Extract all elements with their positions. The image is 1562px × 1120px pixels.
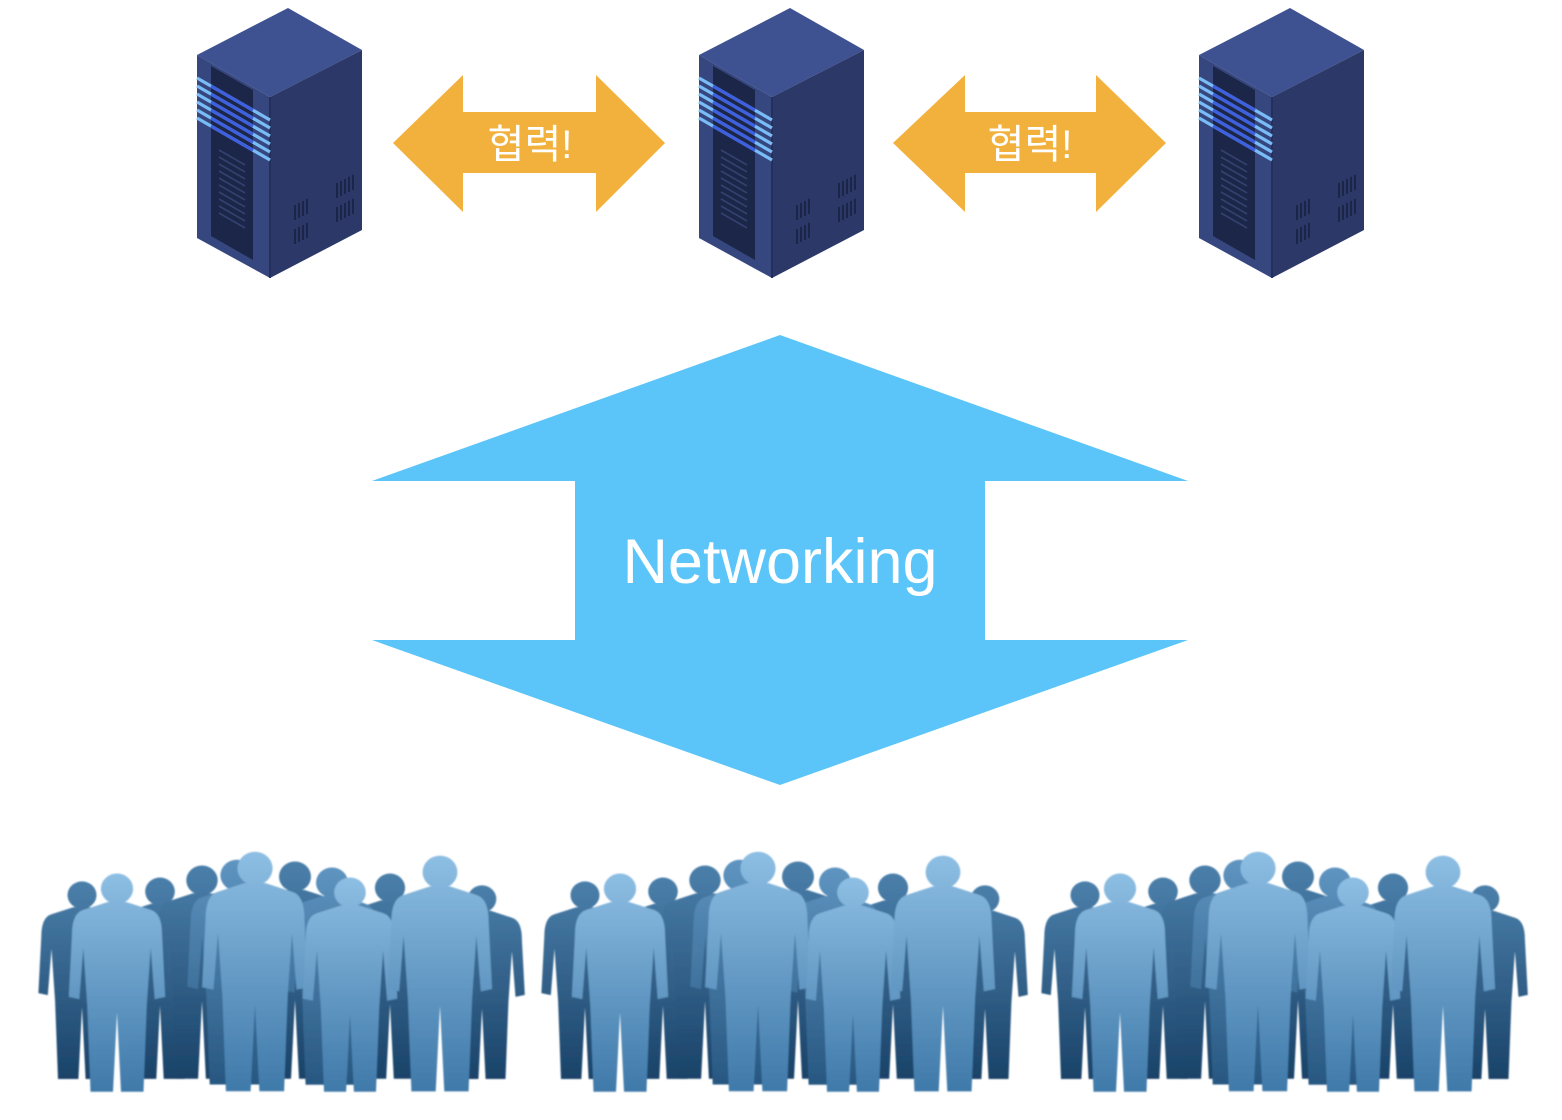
people-crowd-left (38, 852, 524, 1092)
vertical-double-arrow-shape (372, 335, 1188, 785)
networking-arrow: Networking (372, 335, 1188, 785)
collaboration-arrow-left: 협력! (393, 75, 665, 212)
double-arrow-shape (393, 75, 665, 212)
networking-label: Networking (622, 527, 937, 597)
collaboration-label: 협력! (488, 123, 573, 167)
people-crowd-center (541, 852, 1027, 1092)
double-arrow-shape (893, 75, 1166, 212)
server-icon-left (195, 6, 364, 280)
server-icon-center (697, 6, 866, 280)
collaboration-label: 협력! (988, 123, 1073, 167)
collaboration-arrow-right: 협력! (893, 75, 1166, 212)
people-crowd-right (1041, 852, 1527, 1092)
server-icon-right (1197, 6, 1366, 280)
